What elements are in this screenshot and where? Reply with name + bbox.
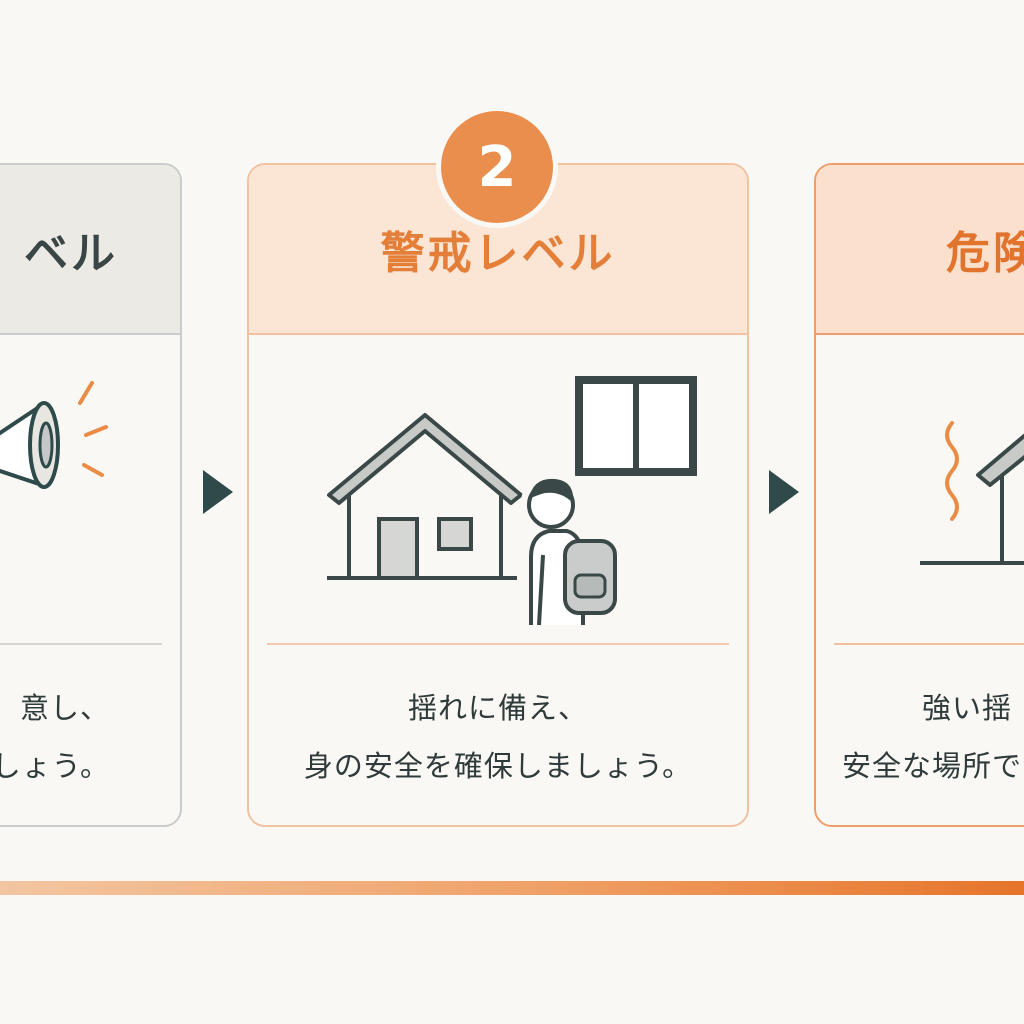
card-description: 強い揺 安全な場所で	[842, 679, 1022, 795]
desc-line: 身の安全を確保しましょう。	[303, 749, 693, 783]
level-card-3: 危険 強い揺 安全な場所で	[814, 163, 1024, 827]
next-arrow-icon	[769, 470, 799, 514]
card-title: ベル	[0, 165, 180, 335]
step-number-badge: 2	[441, 111, 553, 223]
level-gradient-bar	[0, 881, 1024, 895]
megaphone-icon	[0, 381, 108, 489]
card-description: 意し、 しょう。	[0, 679, 180, 795]
shaking-house-icon	[920, 421, 1024, 565]
desc-line: 強い揺	[922, 691, 1013, 725]
divider	[267, 643, 729, 645]
divider	[0, 643, 162, 645]
level-card-2: 警戒レベル 揺れに備え、 身の安全を確保しましょう。	[247, 163, 749, 827]
divider	[834, 643, 1024, 645]
desc-line: 意し、	[19, 691, 110, 725]
desc-line: 揺れに備え、	[407, 691, 588, 725]
person-backpack-icon	[521, 469, 617, 626]
house-icon	[327, 413, 523, 580]
next-arrow-icon	[203, 470, 233, 514]
desc-line: しょう。	[0, 749, 110, 783]
card-title: 危険	[816, 165, 1024, 335]
window-icon	[575, 376, 697, 476]
level-card-1: ベル 意し、 しょう。	[0, 163, 182, 827]
card-description: 揺れに備え、 身の安全を確保しましょう。	[249, 679, 747, 795]
house-and-person-illustration	[327, 376, 697, 626]
desc-line: 安全な場所で	[842, 749, 1023, 783]
